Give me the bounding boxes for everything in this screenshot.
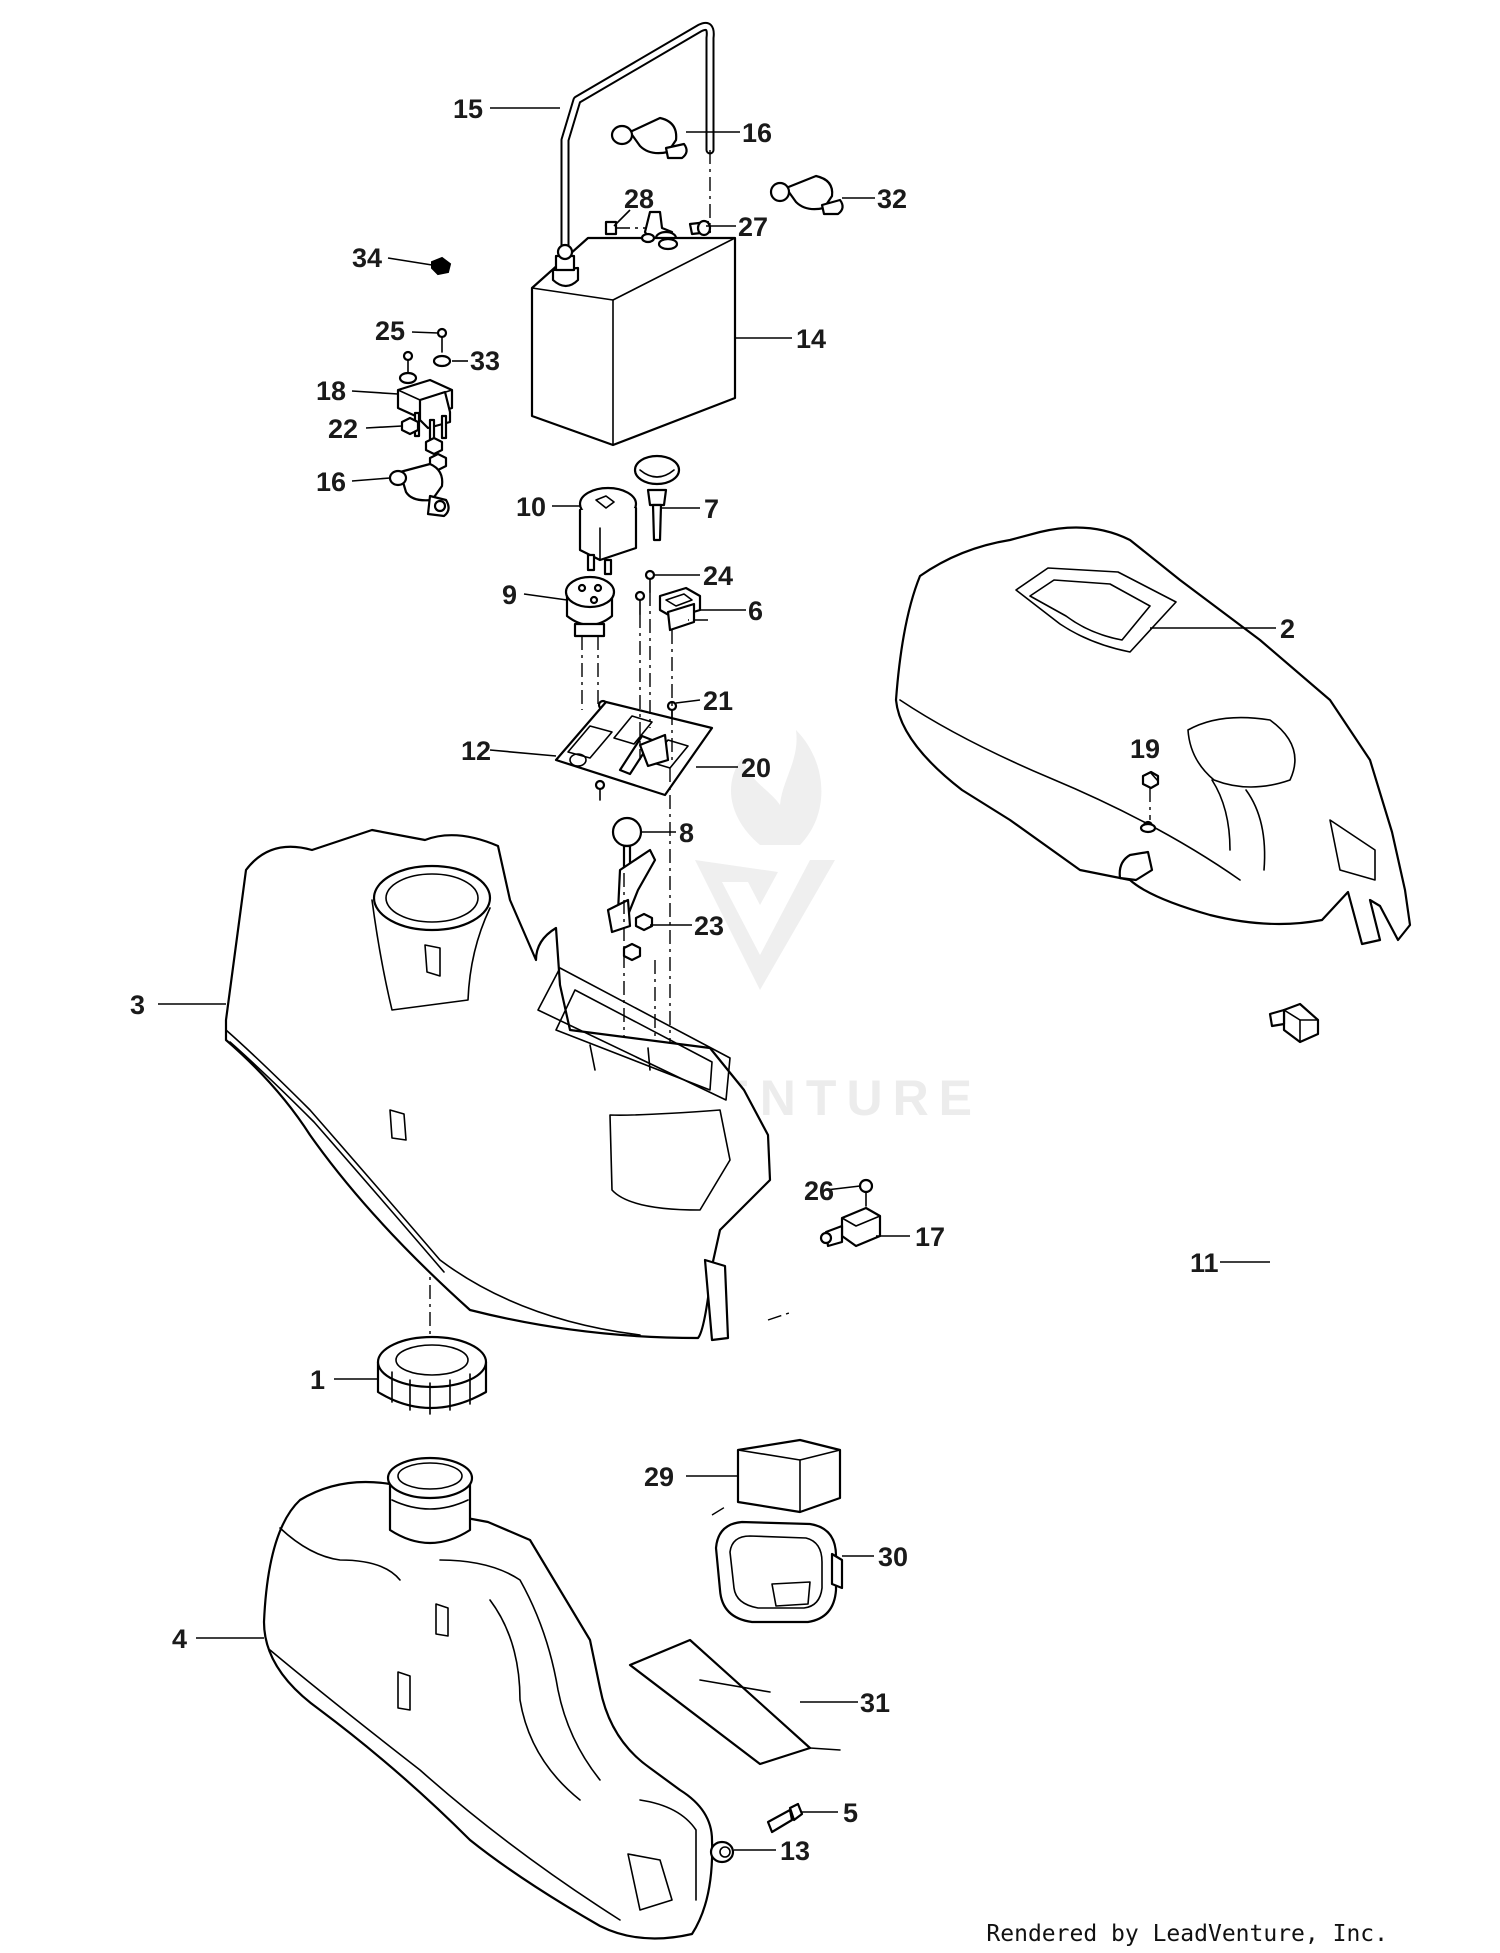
callout-9: 9: [502, 580, 517, 610]
callout-6: 6: [748, 596, 763, 626]
callout-4: 4: [172, 1624, 187, 1654]
part-25-screw: [402, 327, 448, 373]
part-30-gasket: [714, 1520, 844, 1624]
render-credit: Rendered by LeadVenture, Inc.: [986, 1921, 1388, 1947]
part-16-terminal-boot-lower: [388, 462, 450, 518]
watermark-flame-icon: [730, 730, 822, 845]
callout-17: 17: [915, 1222, 945, 1252]
part-3-fender: [224, 828, 772, 1342]
callout-31: 31: [860, 1688, 890, 1718]
callout-24: 24: [703, 561, 733, 591]
callout-25: 25: [375, 316, 405, 346]
part-27-bolt: [688, 219, 712, 237]
watermark-v-icon: [695, 860, 835, 990]
callout-30: 30: [878, 1542, 908, 1572]
callout-14: 14: [796, 324, 826, 354]
part-16-terminal-cover-top: [610, 116, 688, 160]
part-24-screws: [634, 569, 656, 615]
part-15-hold-down-rod: [560, 21, 715, 258]
part-6-switch: [658, 586, 702, 632]
callouts: 15 16 32 28 27 34 14 25 33 18 22 16 10 7…: [130, 94, 1295, 1866]
part-4-fuel-tank: [262, 1456, 714, 1940]
callout-19: 19: [1130, 734, 1160, 764]
part-2-fender-right: [894, 526, 1412, 946]
part-1-fuel-cap: [376, 1335, 488, 1415]
callout-18: 18: [316, 376, 346, 406]
part-8-knob-lever: [606, 816, 657, 934]
part-31-heat-shield: [628, 1638, 841, 1766]
callout-15: 15: [453, 94, 483, 124]
callout-16-lower: 16: [316, 467, 346, 497]
part-34-nut: [431, 256, 452, 276]
callout-1: 1: [310, 1365, 325, 1395]
callout-32: 32: [877, 184, 907, 214]
callout-34: 34: [352, 243, 382, 273]
callout-10: 10: [516, 492, 546, 522]
part-32-terminal-cover: [769, 174, 844, 216]
callout-26: 26: [804, 1176, 834, 1206]
callout-21: 21: [703, 686, 733, 716]
callout-3: 3: [130, 990, 145, 1020]
part-26-screw: [858, 1178, 874, 1207]
part-33-washer: [398, 354, 452, 385]
part-20-bracket: [618, 733, 670, 776]
part-29-cover: [736, 1438, 842, 1514]
part-13-grommet: [709, 1840, 735, 1864]
callout-28: 28: [624, 184, 654, 214]
callout-29: 29: [644, 1462, 674, 1492]
part-14-battery: [530, 232, 737, 447]
callout-13: 13: [780, 1836, 810, 1866]
callout-7: 7: [704, 494, 719, 524]
callout-2: 2: [1280, 614, 1295, 644]
callout-16-top: 16: [742, 118, 772, 148]
part-7-knob: [633, 454, 681, 542]
callout-11: 11: [1190, 1248, 1219, 1278]
callout-33: 33: [470, 346, 500, 376]
callout-5: 5: [843, 1798, 858, 1828]
part-10-relay: [578, 486, 638, 576]
callout-23: 23: [694, 911, 724, 941]
part-17-seat-switch: [819, 1206, 882, 1248]
part-11-switch: [1268, 1002, 1320, 1044]
part-18-solenoid: [396, 378, 454, 447]
leader-lines: [158, 107, 1276, 1851]
part-9-ignition-switch: [564, 575, 616, 638]
callout-8: 8: [679, 818, 694, 848]
callout-20: 20: [741, 753, 771, 783]
callout-27: 27: [738, 212, 768, 242]
callout-12: 12: [461, 736, 491, 766]
part-5-fitting: [766, 1802, 804, 1834]
callout-22: 22: [328, 414, 358, 444]
